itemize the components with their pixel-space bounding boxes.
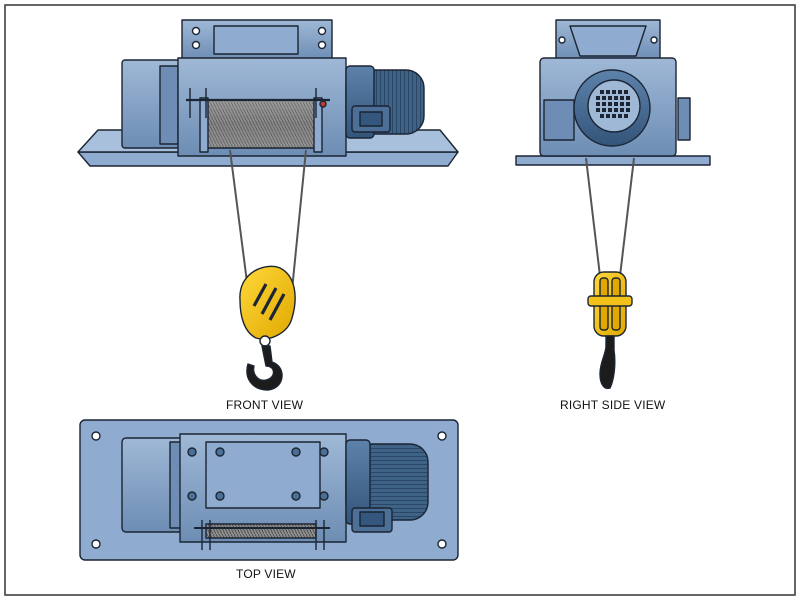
- side-view: [515, 19, 711, 390]
- side-hook: [599, 335, 616, 390]
- side-rope-right: [619, 157, 635, 277]
- front-view: [77, 19, 459, 391]
- fan-grille: [596, 90, 630, 118]
- front-hook: [246, 345, 283, 391]
- side-rope-left: [585, 157, 601, 277]
- page-border: [4, 4, 796, 596]
- top-view: [79, 419, 459, 561]
- top-mount-plate: [205, 441, 321, 509]
- front-rope-right: [291, 149, 307, 291]
- front-rope-left: [229, 149, 249, 291]
- front-view-caption: FRONT VIEW: [226, 398, 304, 412]
- top-drum: [205, 523, 317, 539]
- side-view-caption: RIGHT SIDE VIEW: [560, 398, 666, 412]
- top-view-caption: TOP VIEW: [236, 567, 296, 581]
- side-base-plate: [515, 155, 711, 166]
